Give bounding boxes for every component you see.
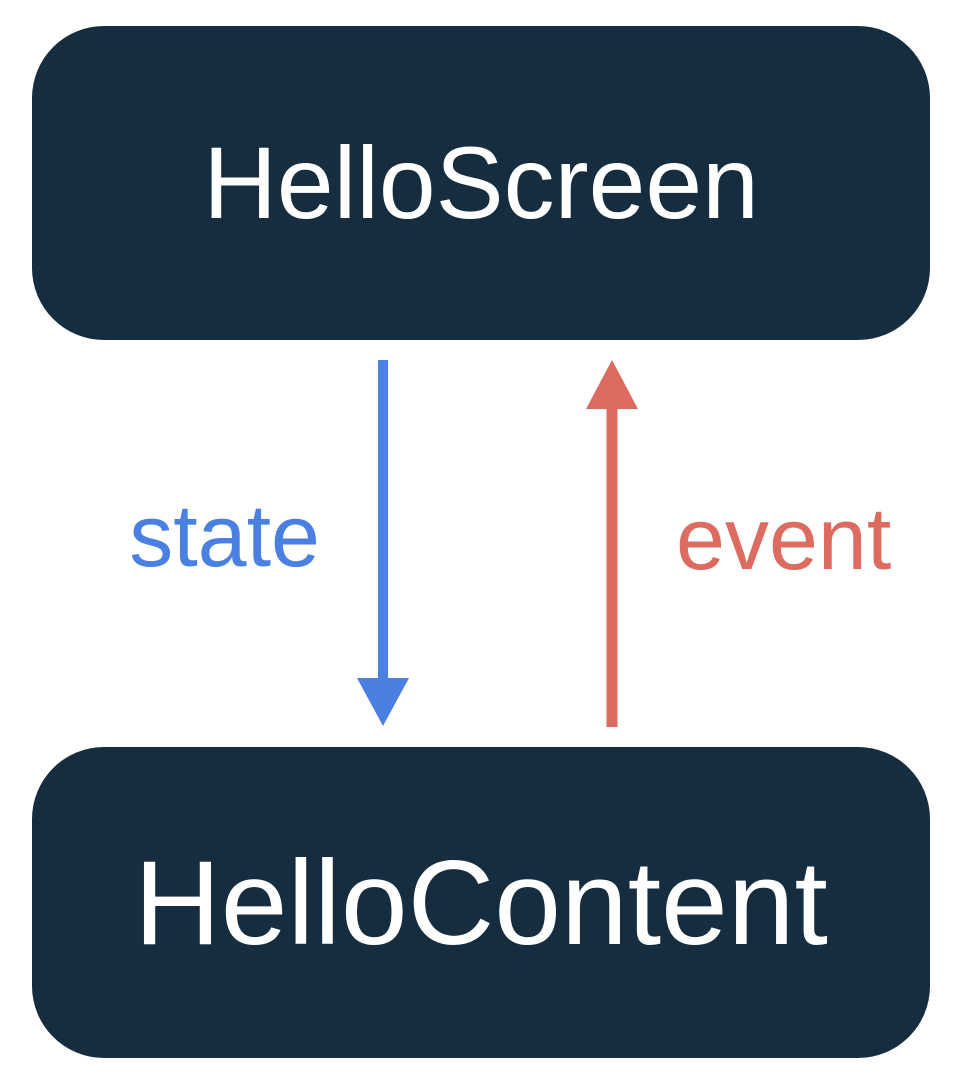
state-edge-label: state xyxy=(129,486,320,585)
node-hello-screen: HelloScreen xyxy=(32,26,930,340)
event-arrow-head xyxy=(586,360,638,409)
state-arrow-down-icon xyxy=(357,360,409,726)
node-hello-screen-label: HelloScreen xyxy=(203,126,759,240)
node-hello-content-label: HelloContent xyxy=(134,835,828,970)
event-arrow-up-icon xyxy=(586,360,638,727)
event-edge-label: event xyxy=(676,489,892,588)
state-arrow-head xyxy=(357,678,409,726)
node-hello-content: HelloContent xyxy=(32,747,930,1058)
